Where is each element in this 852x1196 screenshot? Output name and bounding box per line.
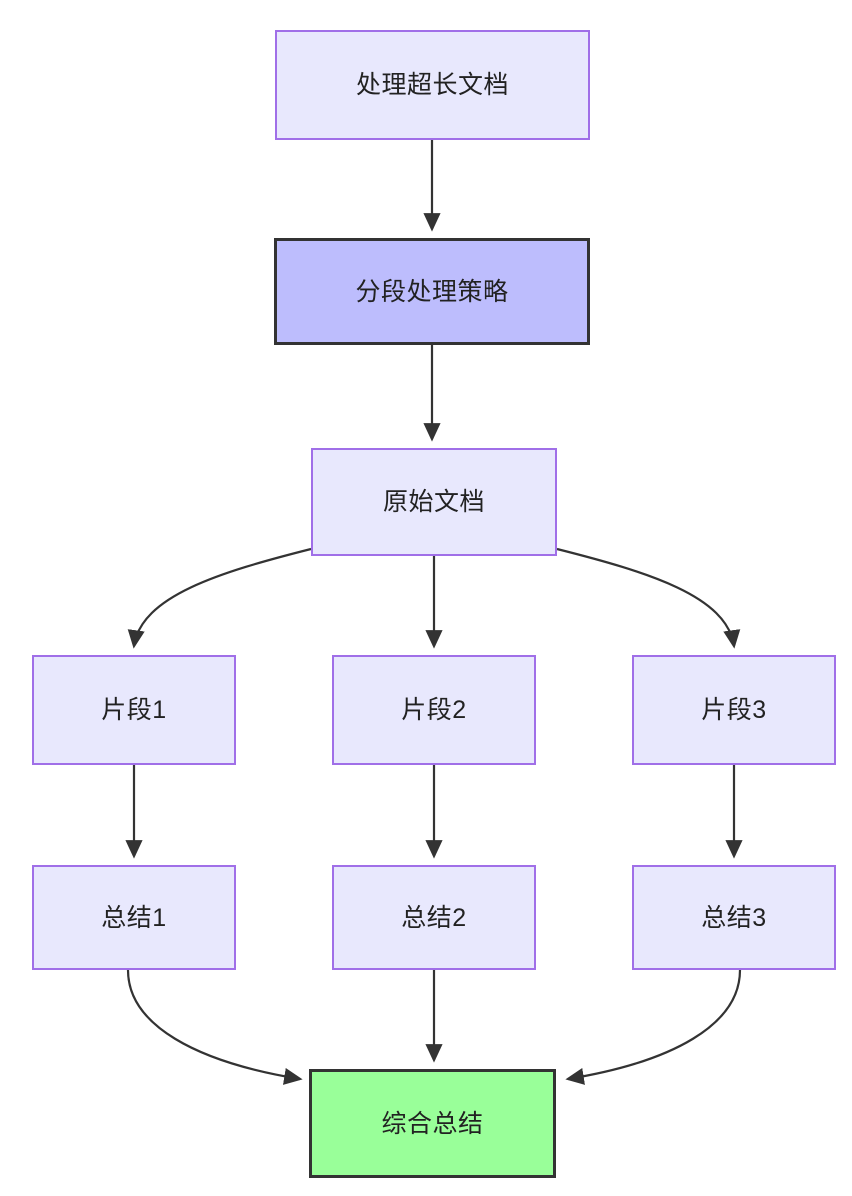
node-summary1-label: 总结1: [101, 903, 167, 932]
node-final-summary[interactable]: 综合总结: [309, 1069, 556, 1178]
node-summary2-label: 总结2: [401, 903, 467, 932]
node-doc-source[interactable]: 原始文档: [311, 448, 557, 556]
node-chunk2-label: 片段2: [401, 696, 467, 724]
node-summary3[interactable]: 总结3: [632, 865, 836, 970]
edge-doc-source-to-chunk3: [556, 547, 741, 649]
node-doc-long-label: 处理超长文档: [355, 71, 509, 99]
node-final-summary-label: 综合总结: [381, 1109, 484, 1138]
node-chunk3[interactable]: 片段3: [632, 655, 836, 765]
node-doc-long[interactable]: 处理超长文档: [275, 30, 590, 140]
node-doc-source-label: 原始文档: [382, 488, 485, 516]
node-summary3-label: 总结3: [701, 903, 767, 932]
node-chunk2[interactable]: 片段2: [332, 655, 536, 765]
node-chunk1-label: 片段1: [101, 696, 167, 724]
edge-doc-source-to-chunk1: [127, 547, 312, 649]
node-chunk1[interactable]: 片段1: [32, 655, 236, 765]
node-strategy[interactable]: 分段处理策略: [274, 238, 590, 345]
edge-summary1-to-final: [126, 969, 303, 1085]
node-chunk3-label: 片段3: [701, 696, 767, 724]
edge-summary3-to-final: [565, 969, 742, 1085]
node-summary2[interactable]: 总结2: [332, 865, 536, 970]
node-summary1[interactable]: 总结1: [32, 865, 236, 970]
node-strategy-label: 分段处理策略: [355, 277, 509, 306]
